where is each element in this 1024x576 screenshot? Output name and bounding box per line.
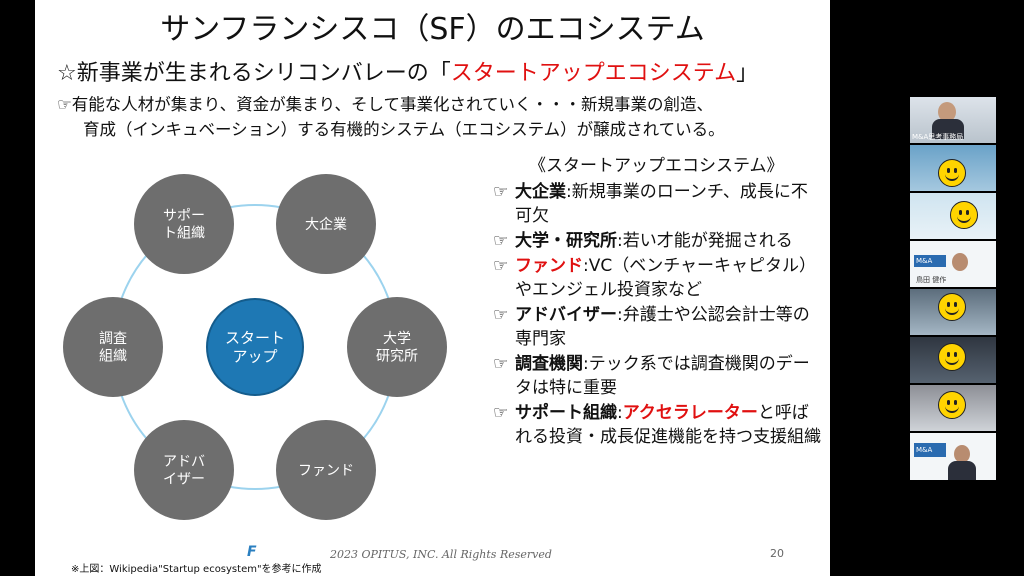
list-item-term: 大企業 [515,182,566,202]
participant-body [948,461,976,480]
list-item: ☞ 大企業:新規事業のローンチ、成長に不可欠 [493,180,823,228]
smiley-avatar-icon [950,201,978,229]
slide-subtitle: ☆新事業が生まれるシリコンバレーの「スタートアップエコシステム」 [57,55,758,87]
pointing-hand-icon: ☞ [493,403,509,423]
list-item-text: ファンド:VC（ベンチャーキャピタル）やエンジェル投資家など [515,256,817,300]
pointing-hand-icon: ☞ [493,256,509,276]
list-item-term: サポート組織 [515,403,617,423]
slide-thumbnail [914,255,946,267]
pointing-hand-icon: ☞ [493,354,509,374]
node-big-corp [276,174,376,275]
pointing-hand-icon: ☞ [493,231,509,251]
list-item-text: アドバイザー:弁護士や公認会計士等の専門家 [515,305,810,349]
thumbnail-label: M&A [916,257,933,265]
slide-thumbnail [914,443,946,457]
participant-body [932,119,964,139]
node-support-label: サポート組織 [163,208,205,242]
footnote: ※上図：Wikipedia"Startup ecosystem"を参考に作成 [71,564,322,575]
participant-name-label: M&A思考事務局 [912,133,964,141]
node-research-label: 調査組織 [99,331,127,365]
list-item-text: サポート組織:アクセラレーターと呼ばれる投資・成長促進機能を持つ支援組織 [515,403,821,447]
list-item-term: 調査機関 [515,354,583,374]
participant-tile-3[interactable] [910,193,996,239]
node-fund [276,419,376,520]
list-item-text: 調査機関:テック系では調査機関のデータは特に重要 [515,354,810,398]
intro-line-2: 育成（インキュベーション）する有機的システム（エコシステム）が醸成されている。 [83,120,725,139]
smiley-avatar-icon [938,159,966,187]
node-advisor-label: アドバイザー [163,454,205,488]
list-item: ☞ ファンド:VC（ベンチャーキャピタル）やエンジェル投資家など [493,254,823,302]
pointing-hand-icon: ☞ [493,305,509,325]
node-support [134,174,234,275]
presentation-slide: サンフランシスコ（SF）のエコシステム ☆新事業が生まれるシリコンバレーの「スタ… [35,0,830,576]
list-item: ☞ 調査機関:テック系では調査機関のデータは特に重要 [493,352,823,400]
list-item: ☞ サポート組織:アクセラレーターと呼ばれる投資・成長促進機能を持つ支援組織 [493,401,823,449]
intro-text: ☞有能な人材が集まり、資金が集まり、そして事業化されていく・・・新規事業の創造、… [57,92,827,142]
node-university-label: 大学研究所 [376,331,418,365]
smiley-avatar-icon [938,391,966,419]
copyright-text: 2023 OPITUS, INC. All Rights Reserved [330,548,552,561]
smiley-avatar-icon [938,343,966,371]
subtitle-highlight: スタートアップエコシステム [450,61,737,86]
participant-tile-2[interactable] [910,145,996,191]
participant-face [938,102,956,122]
participant-tile-7[interactable] [910,385,996,431]
list-item-term: ファンド [515,256,583,276]
list-item-text: 大企業:新規事業のローンチ、成長に不可欠 [515,182,808,226]
node-big-corp-label: 大企業 [305,216,347,233]
thumbnail-label: M&A [916,446,933,454]
participant-tile-8[interactable]: M&A [910,433,996,480]
node-advisor [134,419,234,520]
participant-panel: M&A思考事務局 M&A 鳥田 健作 M&A [910,97,996,480]
slide-title: サンフランシスコ（SF）のエコシステム [160,12,705,47]
participant-tile-6[interactable] [910,337,996,383]
company-logo: F [247,544,257,560]
node-fund-label: ファンド [298,463,354,479]
node-research [63,297,163,397]
list-header: 《スタートアップエコシステム》 [529,156,784,176]
list-item-term: アドバイザー [515,305,617,325]
page-number: 20 [770,547,784,560]
participant-tile-5[interactable] [910,289,996,335]
participant-name-label: 鳥田 健作 [916,276,947,284]
node-university [347,297,447,397]
pointing-hand-icon: ☞ [493,182,509,202]
participant-face [954,445,970,463]
participant-tile-1[interactable]: M&A思考事務局 [910,97,996,143]
node-startup-label: スタートアップ [225,329,285,366]
list-item: ☞ 大学・研究所:若い才能が発掘される [493,229,823,253]
list-item: ☞ アドバイザー:弁護士や公認会計士等の専門家 [493,303,823,351]
participant-face [952,253,968,271]
subtitle-suffix: 」 [736,61,759,86]
list-item-highlight: アクセラレーター [622,403,758,423]
ecosystem-list: 《スタートアップエコシステム》 ☞ 大企業:新規事業のローンチ、成長に不可欠 ☞ 大学… [493,154,823,450]
subtitle-prefix: ☆新事業が生まれるシリコンバレーの「 [57,61,451,86]
node-startup [206,298,304,396]
list-item-term: 大学・研究所 [515,231,617,251]
smiley-avatar-icon [938,293,966,321]
list-item-text: 大学・研究所:若い才能が発掘される [515,231,793,251]
intro-line-1: ☞有能な人材が集まり、資金が集まり、そして事業化されていく・・・新規事業の創造、 [57,95,713,114]
participant-tile-4[interactable]: M&A 鳥田 健作 [910,241,996,287]
